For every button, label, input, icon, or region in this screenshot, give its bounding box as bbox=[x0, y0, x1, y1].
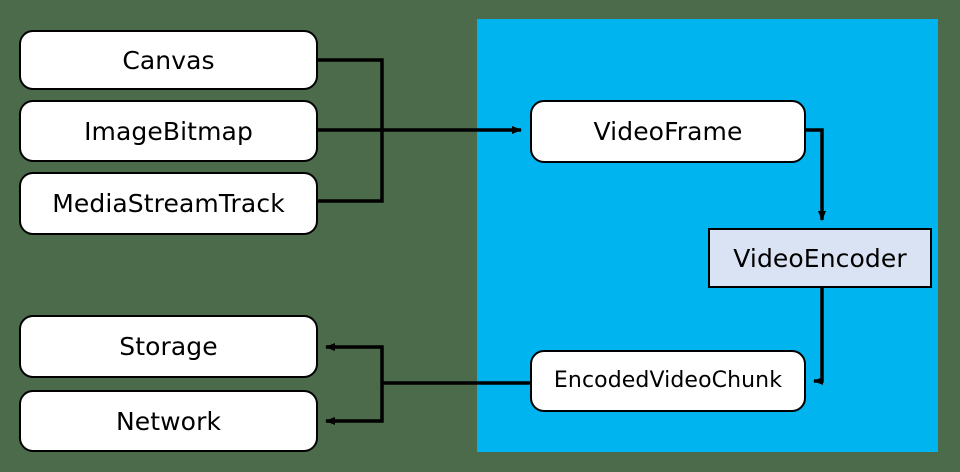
edge-encodedvideochunk-to-outputs bbox=[325, 343, 530, 425]
node-encodedvideochunk-label: EncodedVideoChunk bbox=[553, 368, 783, 393]
node-network-label: Network bbox=[115, 406, 222, 436]
node-videoencoder-label: VideoEncoder bbox=[733, 243, 907, 273]
node-storage[interactable]: Storage bbox=[19, 315, 318, 378]
node-storage-label: Storage bbox=[119, 332, 218, 361]
node-canvas-label: Canvas bbox=[122, 45, 215, 75]
node-imagebitmap[interactable]: ImageBitmap bbox=[19, 100, 318, 162]
node-mediastreamtrack[interactable]: MediaStreamTrack bbox=[19, 172, 318, 235]
node-videoframe-label: VideoFrame bbox=[593, 117, 743, 146]
node-mediastreamtrack-label: MediaStreamTrack bbox=[52, 189, 285, 218]
node-network[interactable]: Network bbox=[19, 390, 318, 452]
node-canvas[interactable]: Canvas bbox=[19, 30, 318, 90]
edge-videoframe-to-videoencoder bbox=[806, 128, 826, 221]
node-imagebitmap-label: ImageBitmap bbox=[84, 116, 253, 146]
edge-inputs-to-videoframe bbox=[318, 58, 522, 203]
node-encodedvideochunk[interactable]: EncodedVideoChunk bbox=[530, 350, 806, 412]
node-videoencoder[interactable]: VideoEncoder bbox=[708, 228, 932, 288]
node-videoframe[interactable]: VideoFrame bbox=[530, 100, 806, 163]
edge-videoencoder-to-encodedvideochunk bbox=[813, 288, 824, 385]
